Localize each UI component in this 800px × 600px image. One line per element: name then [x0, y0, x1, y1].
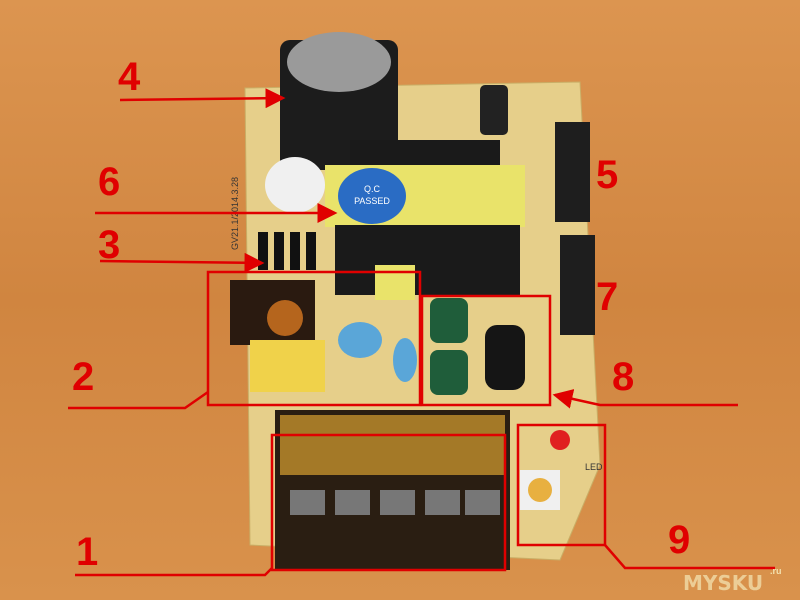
box-1 — [270, 433, 507, 572]
x-capacitor — [250, 340, 325, 392]
box-8 — [420, 294, 552, 407]
terminal-block — [275, 410, 510, 570]
transistor-5 — [555, 122, 590, 222]
output-capacitor-2 — [430, 350, 468, 395]
output-capacitor-1 — [430, 298, 468, 343]
bridge-diodes — [258, 232, 316, 270]
box-9 — [516, 423, 607, 547]
label-2: 2 — [72, 355, 94, 399]
silk-led: LED — [585, 462, 603, 472]
label-1: 1 — [76, 530, 98, 574]
arrow-4 — [119, 88, 286, 109]
label-7: 7 — [596, 275, 618, 319]
arrow-3 — [99, 252, 265, 273]
leader-2 — [68, 390, 209, 410]
transistor-7 — [560, 235, 595, 335]
annotation-lines — [68, 88, 775, 577]
label-9: 9 — [668, 518, 690, 562]
thermistor — [265, 157, 325, 213]
leader-1 — [75, 567, 273, 577]
box-2 — [206, 270, 422, 407]
y-capacitor — [338, 322, 382, 358]
label-4: 4 — [118, 55, 141, 99]
output-inductor — [485, 325, 525, 390]
label-8: 8 — [612, 355, 634, 399]
label-6: 6 — [98, 160, 120, 204]
label-3: 3 — [98, 223, 120, 267]
small-capacitor — [480, 85, 508, 135]
bulk-capacitor — [280, 32, 398, 170]
qc-passed-sticker: Q.C PASSED — [338, 168, 406, 224]
sticker-line1: Q.C — [364, 184, 381, 194]
label-5: 5 — [596, 153, 618, 197]
sticker-line2: PASSED — [354, 196, 390, 206]
led — [550, 430, 570, 450]
watermark-suffix: .ru — [770, 566, 782, 576]
watermark: MYSKU — [683, 571, 763, 595]
leader-9 — [604, 544, 775, 570]
leader-8 — [552, 389, 738, 409]
